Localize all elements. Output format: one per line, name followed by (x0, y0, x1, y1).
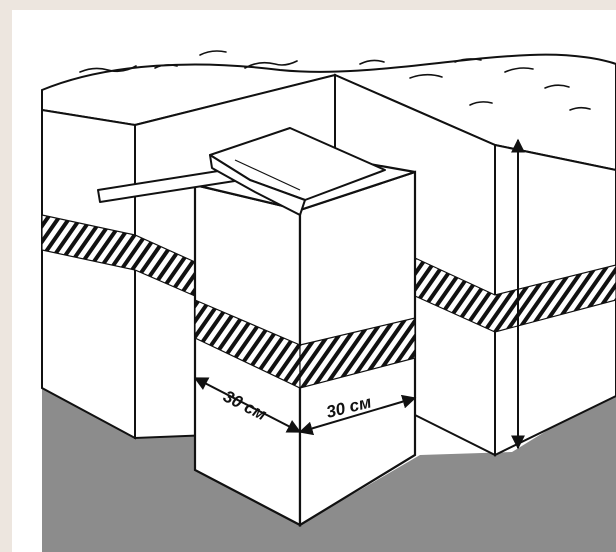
shovel-icon (97, 127, 386, 216)
ground-surface (42, 388, 616, 552)
left-pit-wall (41, 108, 136, 440)
layer-band-column-side (299, 317, 416, 389)
dimension-arrow-icon (193, 377, 302, 433)
soil-top-surface (41, 53, 616, 172)
soil-texture (79, 50, 591, 111)
dimension-arrow-icon (298, 394, 417, 436)
